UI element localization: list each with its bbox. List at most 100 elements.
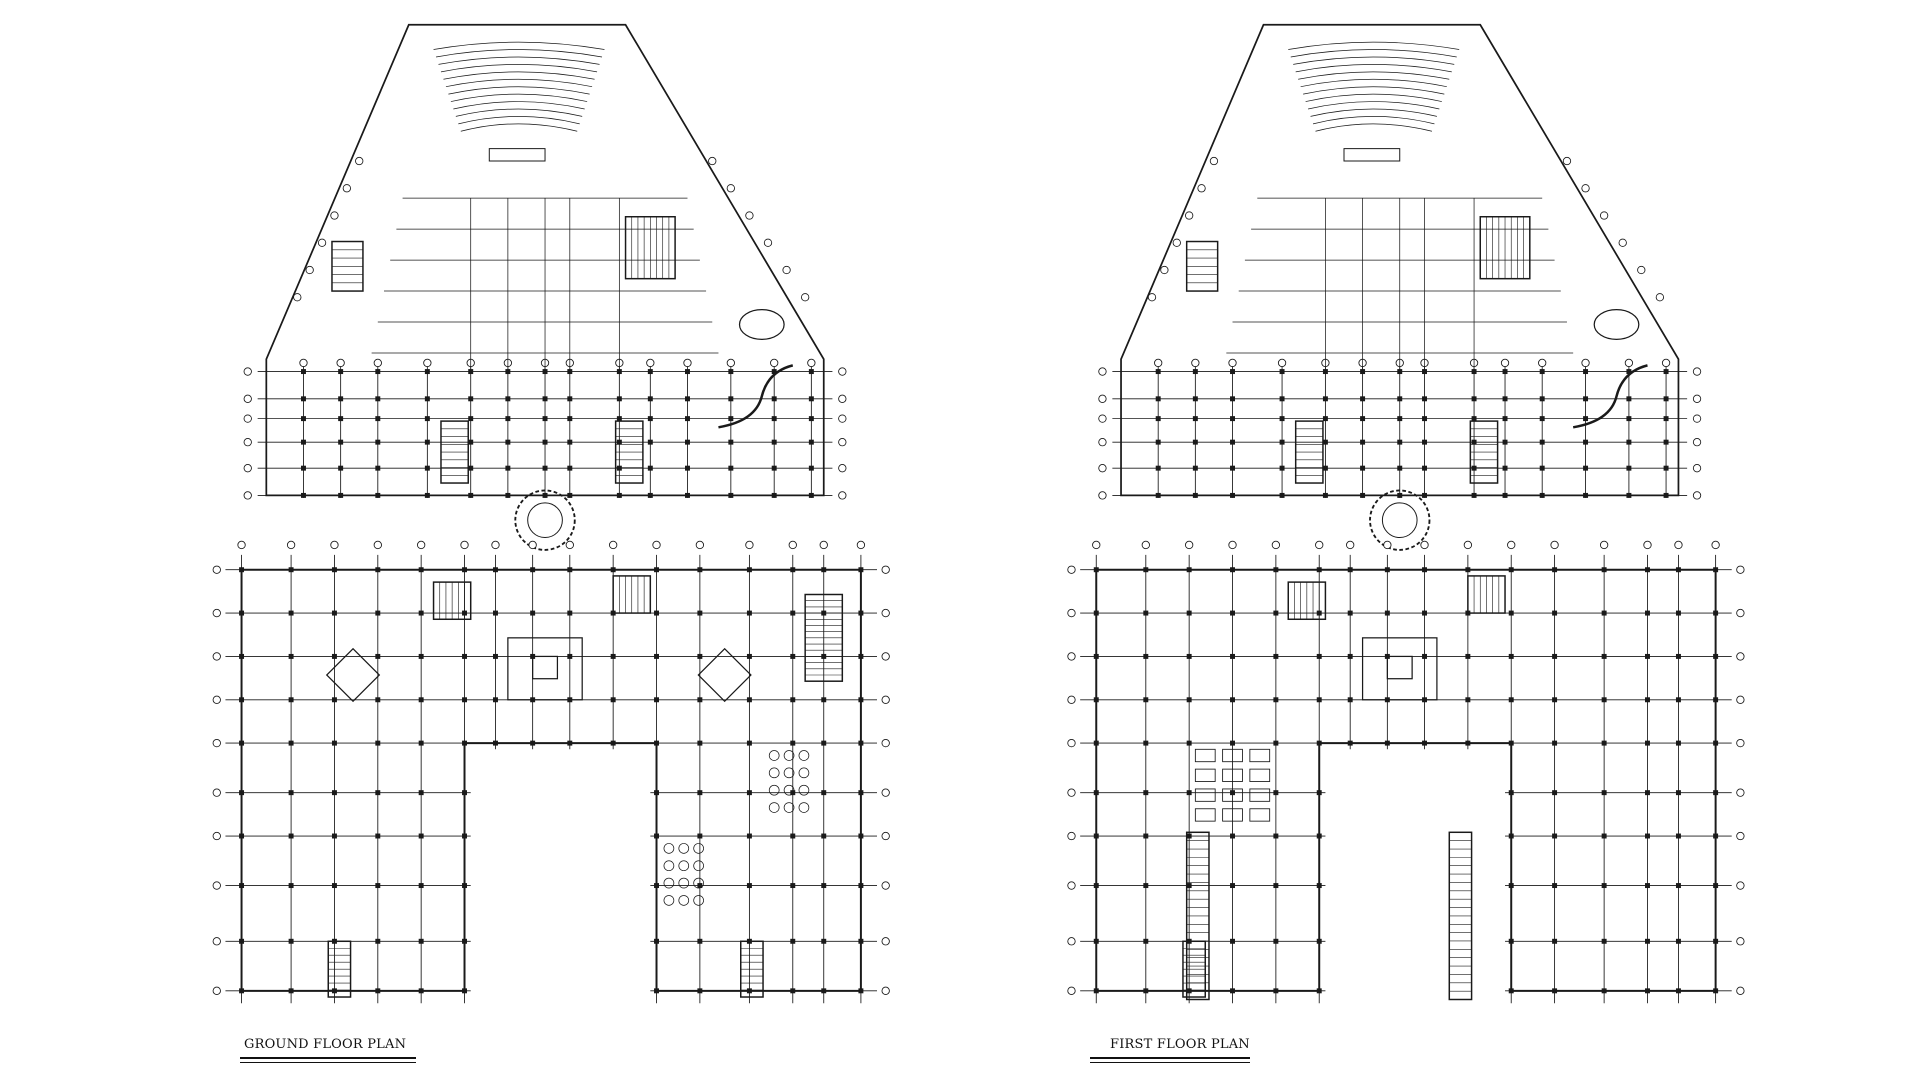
column <box>1192 396 1198 402</box>
column <box>790 610 796 616</box>
column <box>288 938 294 944</box>
study-table <box>1222 748 1243 763</box>
column <box>462 653 467 659</box>
column <box>375 492 381 498</box>
column <box>462 697 467 703</box>
column <box>746 653 752 659</box>
seating-row <box>1290 49 1457 58</box>
grid-bubble <box>1643 540 1652 550</box>
curved-walkway <box>1572 364 1648 429</box>
column <box>375 790 381 796</box>
column <box>338 465 344 471</box>
grid-bubble <box>243 394 252 403</box>
grid-bubble <box>652 540 661 550</box>
grid-bubble <box>212 881 221 890</box>
grid-bubble <box>1141 540 1150 550</box>
grid-bubble <box>1315 540 1324 550</box>
column <box>616 439 622 445</box>
grid-bubble <box>881 608 890 618</box>
column <box>338 369 344 375</box>
column <box>647 492 653 498</box>
grid-bubble <box>1618 238 1627 247</box>
column <box>1601 883 1607 889</box>
grid-bubble <box>745 540 754 550</box>
grid-bubble <box>243 414 252 423</box>
column <box>288 653 294 659</box>
column <box>654 653 659 659</box>
grid-bubble <box>838 491 847 500</box>
grid-bubble <box>1581 358 1590 368</box>
dining-table <box>678 843 690 854</box>
grid-bubble <box>491 540 500 550</box>
column <box>808 439 814 445</box>
column <box>1552 790 1558 796</box>
column <box>1583 465 1589 471</box>
column <box>375 369 381 375</box>
grid-bubble <box>1692 414 1702 423</box>
column <box>1347 697 1353 703</box>
first-floor-title-underline <box>1090 1057 1250 1063</box>
column <box>1230 492 1235 498</box>
grid-bubble <box>1736 881 1745 890</box>
column <box>505 416 511 422</box>
column <box>746 610 752 616</box>
grid-bubble <box>801 293 810 302</box>
column <box>1601 653 1607 659</box>
atrium-void <box>1386 655 1413 680</box>
grid-bubble <box>881 986 890 995</box>
curved-walkway <box>718 364 794 429</box>
column <box>1186 833 1192 839</box>
column <box>821 833 827 839</box>
column <box>654 610 659 616</box>
stage <box>1343 148 1401 162</box>
column <box>375 740 381 746</box>
column <box>1675 938 1681 944</box>
column <box>1422 439 1427 445</box>
column <box>771 369 777 375</box>
column <box>468 465 474 471</box>
column <box>1583 369 1589 375</box>
grid-bubble <box>1346 540 1355 550</box>
grid-bubble <box>1550 540 1559 550</box>
column <box>1273 790 1279 796</box>
column <box>288 740 294 746</box>
column <box>1143 610 1149 616</box>
dining-table <box>798 767 810 779</box>
grid-bubble <box>293 293 302 302</box>
column <box>567 610 573 616</box>
grid-bubble <box>683 358 692 368</box>
column <box>1186 653 1192 659</box>
grid-bubble <box>1098 367 1107 376</box>
column <box>331 610 337 616</box>
grid-bubble <box>1277 358 1287 368</box>
grid-bubble <box>1674 540 1683 550</box>
first-floor-plan-title: FIRST FLOOR PLAN <box>1110 1037 1250 1052</box>
column <box>1397 465 1403 471</box>
column <box>542 439 548 445</box>
column <box>1192 416 1198 422</box>
column <box>1601 740 1607 746</box>
column <box>647 439 653 445</box>
column <box>1143 883 1149 889</box>
column <box>493 653 498 659</box>
column <box>746 740 752 746</box>
study-table <box>1249 788 1271 802</box>
fountain <box>1593 309 1640 340</box>
column <box>1645 653 1650 659</box>
dining-table <box>768 802 780 813</box>
column <box>1397 396 1403 402</box>
planter <box>697 647 752 703</box>
column <box>288 883 294 889</box>
column <box>728 369 734 375</box>
column <box>338 416 344 422</box>
seating-row <box>1312 116 1435 125</box>
grid-bubble <box>417 540 426 550</box>
column <box>821 883 827 889</box>
column <box>1552 833 1558 839</box>
study-table <box>1249 768 1271 782</box>
grid-bubble <box>1624 358 1634 368</box>
column <box>301 492 306 498</box>
grid-bubble <box>212 565 221 574</box>
study-table <box>1194 748 1216 763</box>
column <box>375 938 381 944</box>
